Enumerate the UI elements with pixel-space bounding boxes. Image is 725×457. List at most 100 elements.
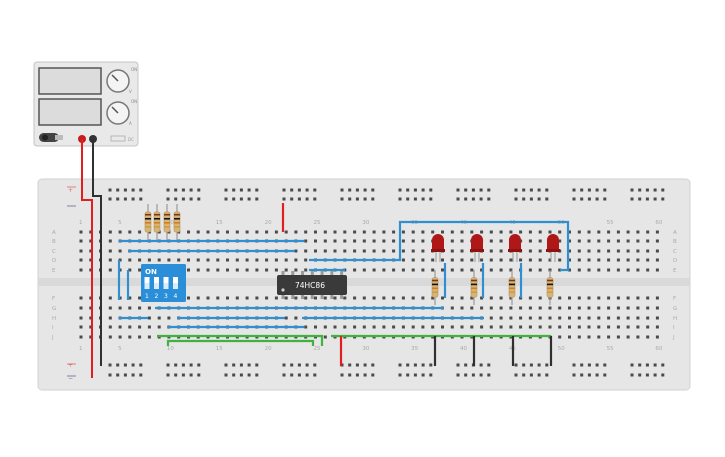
- breadboard-hole[interactable]: [577, 268, 581, 272]
- breadboard-hole[interactable]: [626, 230, 630, 234]
- rail-hole[interactable]: [255, 363, 259, 367]
- breadboard-hole[interactable]: [196, 230, 200, 234]
- breadboard-hole[interactable]: [274, 230, 278, 234]
- breadboard-hole[interactable]: [528, 325, 532, 329]
- breadboard-hole[interactable]: [382, 249, 386, 253]
- rail-hole[interactable]: [514, 188, 518, 192]
- breadboard-hole[interactable]: [118, 306, 122, 310]
- breadboard-hole[interactable]: [362, 239, 366, 243]
- breadboard-hole[interactable]: [304, 268, 308, 272]
- breadboard-hole[interactable]: [362, 249, 366, 253]
- breadboard-hole[interactable]: [499, 296, 503, 300]
- breadboard-hole[interactable]: [470, 230, 474, 234]
- breadboard-hole[interactable]: [411, 268, 415, 272]
- breadboard-hole[interactable]: [245, 268, 249, 272]
- rail-hole[interactable]: [123, 197, 127, 201]
- breadboard-hole[interactable]: [138, 268, 142, 272]
- breadboard-hole[interactable]: [235, 268, 239, 272]
- rail-hole[interactable]: [363, 363, 367, 367]
- breadboard-hole[interactable]: [314, 239, 317, 243]
- rail-hole[interactable]: [537, 363, 541, 367]
- rail-hole[interactable]: [290, 197, 294, 201]
- breadboard-hole[interactable]: [79, 306, 83, 310]
- breadboard-hole[interactable]: [401, 268, 405, 272]
- breadboard-hole[interactable]: [558, 335, 562, 339]
- rail-hole[interactable]: [406, 188, 410, 192]
- rail-hole[interactable]: [572, 197, 576, 201]
- breadboard-hole[interactable]: [79, 239, 83, 243]
- breadboard-hole[interactable]: [421, 239, 425, 243]
- rail-hole[interactable]: [232, 373, 236, 377]
- breadboard-hole[interactable]: [245, 258, 249, 262]
- breadboard-hole[interactable]: [509, 230, 513, 234]
- breadboard-hole[interactable]: [128, 335, 132, 339]
- rail-hole[interactable]: [529, 373, 533, 377]
- breadboard-hole[interactable]: [323, 239, 327, 243]
- breadboard-hole[interactable]: [255, 230, 259, 234]
- breadboard-hole[interactable]: [89, 268, 93, 272]
- breadboard-hole[interactable]: [538, 268, 542, 272]
- rail-hole[interactable]: [595, 363, 599, 367]
- breadboard-hole[interactable]: [460, 306, 464, 310]
- breadboard-hole[interactable]: [323, 325, 327, 329]
- breadboard-hole[interactable]: [138, 325, 142, 329]
- breadboard-hole[interactable]: [196, 258, 200, 262]
- rail-hole[interactable]: [595, 373, 599, 377]
- breadboard-hole[interactable]: [235, 296, 239, 300]
- rail-hole[interactable]: [545, 197, 549, 201]
- breadboard-hole[interactable]: [607, 239, 611, 243]
- breadboard-hole[interactable]: [108, 249, 112, 253]
- breadboard-hole[interactable]: [626, 258, 630, 262]
- rail-hole[interactable]: [398, 373, 402, 377]
- breadboard-hole[interactable]: [509, 258, 513, 262]
- breadboard-hole[interactable]: [499, 316, 503, 320]
- rail-hole[interactable]: [340, 373, 344, 377]
- breadboard-hole[interactable]: [489, 296, 493, 300]
- breadboard-hole[interactable]: [607, 325, 611, 329]
- breadboard-hole[interactable]: [646, 249, 650, 253]
- breadboard-hole[interactable]: [372, 249, 376, 253]
- rail-hole[interactable]: [471, 188, 475, 192]
- breadboard-hole[interactable]: [548, 258, 552, 262]
- rail-hole[interactable]: [487, 363, 491, 367]
- breadboard-hole[interactable]: [138, 230, 142, 234]
- breadboard-hole[interactable]: [626, 249, 630, 253]
- rail-hole[interactable]: [471, 373, 475, 377]
- breadboard-hole[interactable]: [519, 230, 523, 234]
- rail-hole[interactable]: [282, 197, 286, 201]
- rail-hole[interactable]: [116, 197, 120, 201]
- breadboard-hole[interactable]: [304, 249, 308, 253]
- breadboard-hole[interactable]: [460, 268, 464, 272]
- breadboard-hole[interactable]: [577, 230, 581, 234]
- rail-hole[interactable]: [189, 373, 193, 377]
- breadboard-hole[interactable]: [392, 325, 396, 329]
- breadboard-hole[interactable]: [519, 258, 523, 262]
- rail-hole[interactable]: [108, 363, 112, 367]
- rail-hole[interactable]: [572, 373, 576, 377]
- breadboard-hole[interactable]: [411, 239, 415, 243]
- breadboard-hole[interactable]: [304, 239, 308, 243]
- breadboard-hole[interactable]: [499, 258, 503, 262]
- rail-hole[interactable]: [297, 188, 301, 192]
- rail-hole[interactable]: [464, 363, 468, 367]
- breadboard-hole[interactable]: [470, 296, 474, 300]
- rail-hole[interactable]: [537, 188, 541, 192]
- breadboard-hole[interactable]: [333, 325, 337, 329]
- breadboard-hole[interactable]: [314, 325, 317, 329]
- breadboard-hole[interactable]: [372, 230, 376, 234]
- rail-hole[interactable]: [545, 363, 549, 367]
- rail-hole[interactable]: [290, 188, 294, 192]
- breadboard-hole[interactable]: [441, 258, 444, 262]
- breadboard-hole[interactable]: [304, 296, 308, 300]
- rail-hole[interactable]: [224, 188, 228, 192]
- breadboard-hole[interactable]: [636, 316, 640, 320]
- breadboard-hole[interactable]: [157, 325, 161, 329]
- breadboard-hole[interactable]: [265, 230, 269, 234]
- breadboard-hole[interactable]: [626, 325, 630, 329]
- breadboard-hole[interactable]: [284, 296, 288, 300]
- red-led[interactable]: [508, 234, 522, 262]
- breadboard-hole[interactable]: [480, 296, 484, 300]
- rail-hole[interactable]: [224, 373, 228, 377]
- breadboard-hole[interactable]: [235, 230, 239, 234]
- green-wire[interactable]: [157, 334, 324, 346]
